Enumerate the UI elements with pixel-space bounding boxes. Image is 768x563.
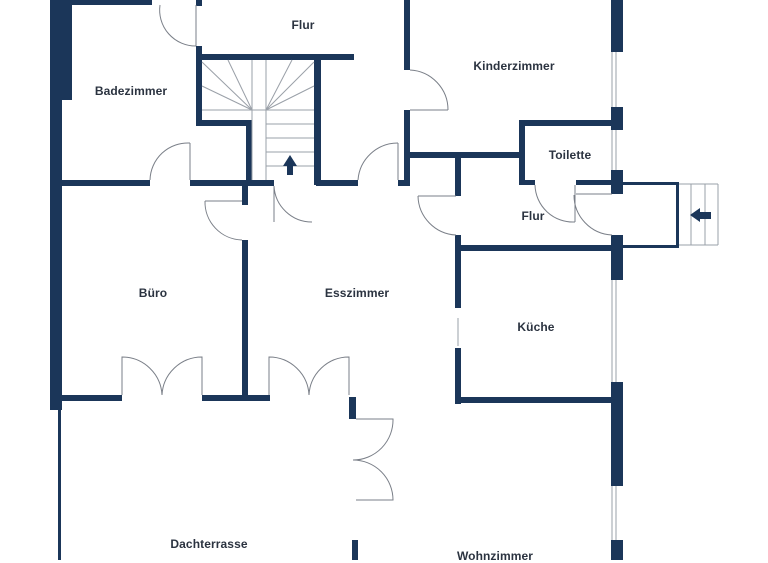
room-label-flur-top: Flur	[291, 18, 315, 32]
room-label-kueche: Küche	[517, 320, 555, 334]
entrance-arrow-icon	[690, 208, 711, 222]
doors	[121, 4, 613, 501]
stair-up-arrow-icon	[283, 155, 297, 175]
room-label-wohnzimmer: Wohnzimmer	[456, 549, 534, 563]
room-label-badezimmer: Badezimmer	[94, 84, 168, 98]
walls	[50, 0, 679, 560]
room-label-esszimmer: Esszimmer	[324, 286, 390, 300]
windows	[457, 52, 617, 540]
room-label-dachterrasse: Dachterrasse	[170, 537, 248, 551]
staircase	[201, 59, 719, 246]
room-label-buero: Büro	[138, 286, 168, 300]
room-label-toilette: Toilette	[548, 148, 592, 162]
room-label-flur-right: Flur	[521, 209, 545, 223]
room-label-kinderzimmer: Kinderzimmer	[473, 59, 555, 73]
